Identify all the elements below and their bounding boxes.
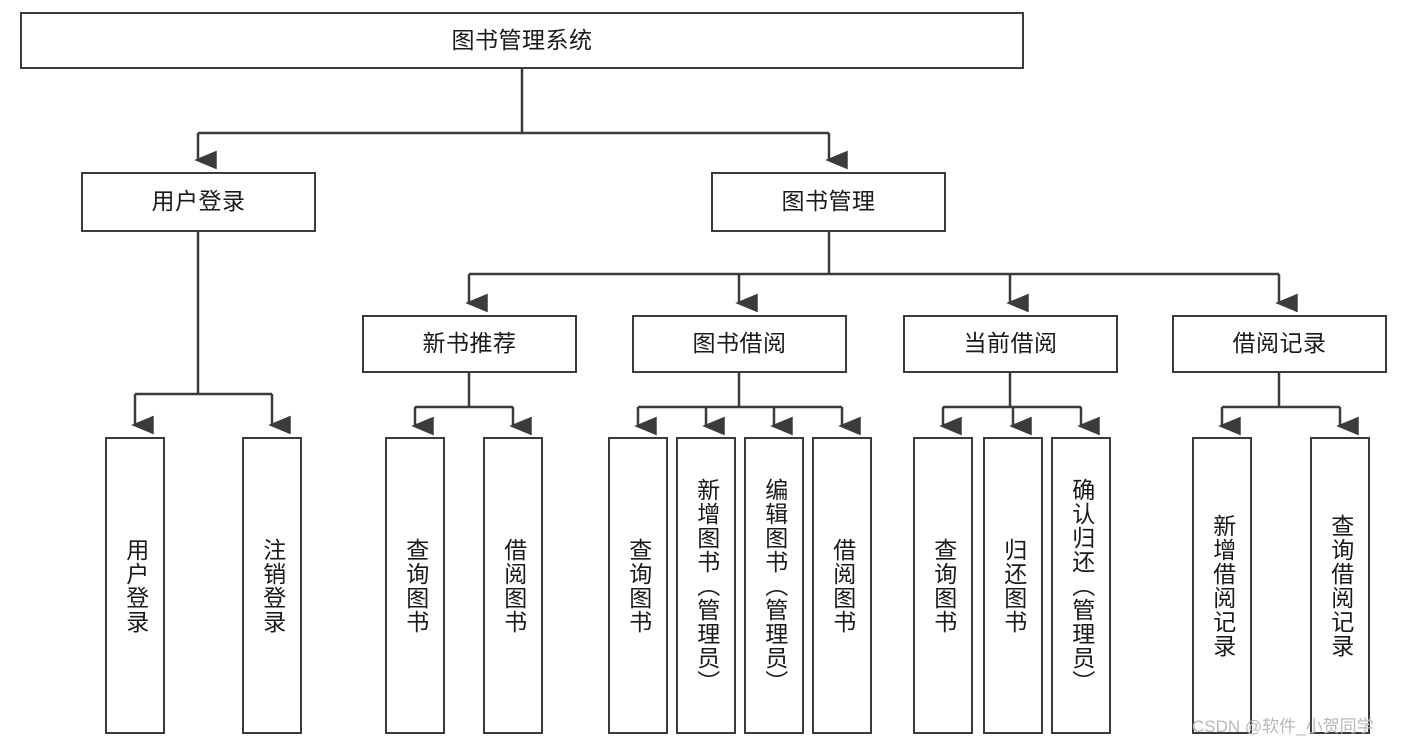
node-label: 注销登录 bbox=[259, 537, 286, 634]
node-label: 图书管理 bbox=[781, 188, 876, 215]
node-leaf-query-book-new[interactable]: 查询图书 bbox=[385, 437, 445, 734]
node-label: 查询借阅记录 bbox=[1327, 513, 1354, 658]
node-leaf-add-book[interactable]: 新增图书（管理员） bbox=[676, 437, 736, 734]
node-leaf-borrow-book-new[interactable]: 借阅图书 bbox=[483, 437, 543, 734]
node-label: 借阅图书 bbox=[829, 537, 856, 634]
node-leaf-borrow-book[interactable]: 借阅图书 bbox=[812, 437, 872, 734]
node-leaf-query-book-current[interactable]: 查询图书 bbox=[913, 437, 973, 734]
node-new-book-recommend[interactable]: 新书推荐 bbox=[362, 315, 577, 373]
node-label: 借阅图书 bbox=[500, 537, 527, 634]
node-label: 编辑图书（管理员） bbox=[761, 477, 788, 694]
node-label: 图书借阅 bbox=[692, 330, 787, 357]
node-label: 新书推荐 bbox=[422, 330, 517, 357]
watermark: CSDN @软件_小贺同学 bbox=[1192, 717, 1374, 736]
node-book-management[interactable]: 图书管理 bbox=[711, 172, 946, 232]
node-borrow-record[interactable]: 借阅记录 bbox=[1172, 315, 1387, 373]
node-leaf-user-login[interactable]: 用户登录 bbox=[105, 437, 165, 734]
node-label: 查询图书 bbox=[402, 537, 429, 634]
node-label: 新增借阅记录 bbox=[1209, 513, 1236, 658]
node-leaf-edit-book[interactable]: 编辑图书（管理员） bbox=[744, 437, 804, 734]
node-label: 查询图书 bbox=[625, 537, 652, 634]
node-label: 用户登录 bbox=[122, 537, 149, 634]
node-label: 当前借阅 bbox=[963, 330, 1058, 357]
node-leaf-return-book[interactable]: 归还图书 bbox=[983, 437, 1043, 734]
node-label: 图书管理系统 bbox=[451, 26, 593, 53]
node-leaf-logout-login[interactable]: 注销登录 bbox=[242, 437, 302, 734]
node-label: 查询图书 bbox=[930, 537, 957, 634]
node-label: 借阅记录 bbox=[1232, 330, 1327, 357]
node-leaf-confirm-return[interactable]: 确认归还（管理员） bbox=[1051, 437, 1111, 734]
node-leaf-add-borrow-record[interactable]: 新增借阅记录 bbox=[1192, 437, 1252, 734]
node-current-borrow[interactable]: 当前借阅 bbox=[903, 315, 1118, 373]
node-label: 新增图书（管理员） bbox=[693, 477, 720, 694]
node-label: 用户登录 bbox=[151, 188, 246, 215]
node-user-login[interactable]: 用户登录 bbox=[81, 172, 316, 232]
node-label: 归还图书 bbox=[1000, 537, 1027, 634]
node-leaf-query-book-borrow[interactable]: 查询图书 bbox=[608, 437, 668, 734]
node-label: 确认归还（管理员） bbox=[1068, 477, 1095, 694]
node-book-management-system[interactable]: 图书管理系统 bbox=[20, 12, 1024, 69]
node-book-borrow[interactable]: 图书借阅 bbox=[632, 315, 847, 373]
node-leaf-query-borrow-record[interactable]: 查询借阅记录 bbox=[1310, 437, 1370, 734]
